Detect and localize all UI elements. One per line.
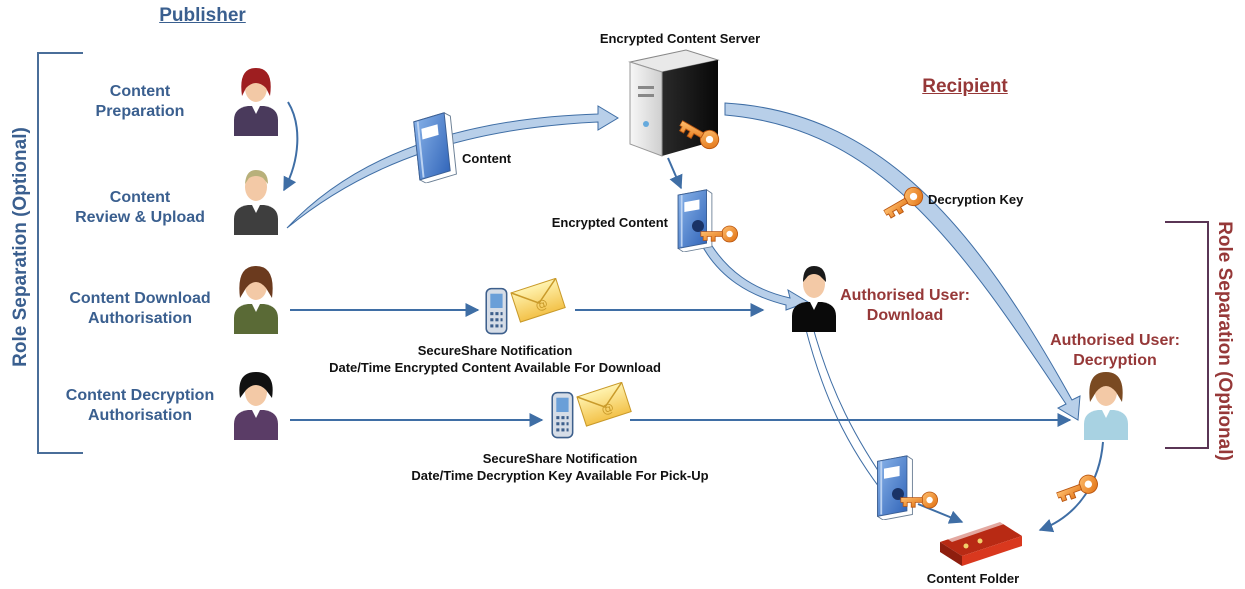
arrow-server-to-encrypted-content — [667, 157, 683, 190]
role-content-download-authorisation: Content Download Authorisation — [55, 289, 225, 329]
red-hair — [241, 68, 271, 96]
content-folder-label: Content Folder — [926, 571, 1020, 586]
recipient-line2: Download — [866, 307, 944, 324]
encrypted-content-book-icon — [876, 454, 939, 520]
role-content-decryption-authorisation: Content Decryption Authorisation — [55, 386, 225, 426]
role-line1: Content Decryption — [65, 387, 215, 404]
woman-red-hair-avatar-icon — [234, 74, 278, 136]
phone-email-notification-icon — [551, 382, 632, 439]
black-hair — [239, 372, 273, 398]
role-line2: Preparation — [95, 103, 185, 120]
role-content-review-upload: Content Review & Upload — [55, 188, 225, 228]
content-label: Content — [462, 151, 512, 166]
arrow-preparation-to-review — [283, 101, 299, 192]
role-line2: Authorisation — [88, 407, 192, 424]
authorised-user-download-label: Authorised User: Download — [835, 286, 975, 326]
right-role-bracket — [1165, 221, 1209, 449]
server-with-key-icon — [628, 49, 723, 157]
role-line1: Content — [109, 83, 171, 100]
role-line2: Authorisation — [88, 310, 192, 327]
recipient-line1: Authorised User: — [840, 287, 970, 304]
blond-hair — [245, 170, 268, 184]
encrypted-content-icon — [677, 188, 739, 252]
key-to-folder-icon — [1053, 472, 1101, 505]
woman-light-brown-hair — [1089, 372, 1123, 402]
notification-line1: SecureShare Notification — [417, 343, 573, 358]
recipient-line1: Authorised User: — [1050, 332, 1180, 349]
role-line1: Content — [109, 189, 171, 206]
notification-line2: Date/Time Decryption Key Available For P… — [411, 468, 709, 483]
publisher-heading: Publisher — [159, 5, 246, 26]
notification-line1: SecureShare Notification — [482, 451, 638, 466]
left-role-separation-label: Role Separation (Optional) — [10, 127, 31, 367]
content-folder-icon — [940, 518, 1022, 566]
flow-server-key-to-decryption — [724, 102, 1081, 421]
man-black-hair — [803, 266, 826, 282]
right-role-separation-label: Role Separation (Optional) — [1214, 221, 1235, 461]
role-line2: Review & Upload — [75, 209, 205, 226]
server-label: Encrypted Content Server — [599, 31, 761, 46]
recipient-line2: Decryption — [1073, 352, 1157, 369]
notification-download-label: SecureShare Notification Date/Time Encry… — [300, 342, 690, 376]
arrow-decryption-to-folder — [1038, 441, 1104, 533]
phone-email-notification-icon — [485, 278, 566, 335]
man-blond-avatar-icon — [234, 173, 278, 235]
flow-upload-to-server — [286, 105, 619, 229]
role-content-preparation: Content Preparation — [55, 82, 225, 122]
role-line1: Content Download — [69, 290, 211, 307]
left-role-bracket — [37, 52, 83, 454]
notification-line2: Date/Time Encrypted Content Available Fo… — [329, 360, 661, 375]
flow-encrypted-content-to-download — [698, 233, 810, 311]
encrypted-content-label: Encrypted Content — [551, 215, 668, 230]
content-book-icon — [412, 111, 459, 185]
notification-decryption-label: SecureShare Notification Date/Time Decry… — [380, 450, 740, 484]
authorised-user-decryption-label: Authorised User: Decryption — [1045, 331, 1185, 371]
recipient-heading: Recipient — [922, 76, 1008, 97]
brown-hair — [239, 266, 273, 298]
decryption-key-label: Decryption Key — [928, 192, 1024, 207]
